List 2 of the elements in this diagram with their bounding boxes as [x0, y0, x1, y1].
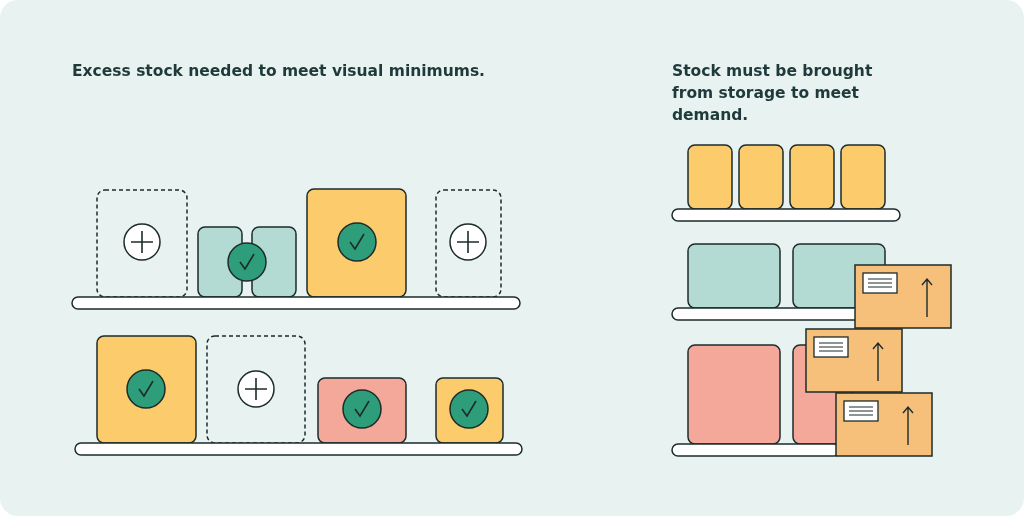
- heading-text: Stock must be brought from storage to meet demand.: [672, 61, 874, 126]
- heading-text: Excess stock needed to meet visual minimums.: [72, 61, 485, 82]
